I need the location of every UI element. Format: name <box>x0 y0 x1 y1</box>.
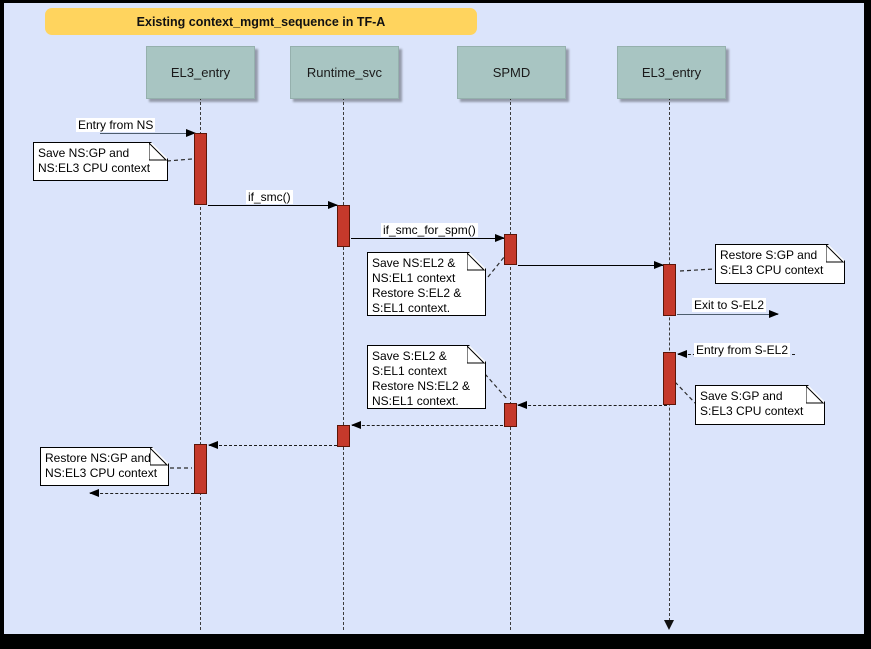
arrowhead-icon <box>186 129 196 137</box>
lifeline-el3-entry-1 <box>200 97 201 630</box>
note-save-s-el2: Save S:EL2 & S:EL1 context Restore NS:EL… <box>367 345 486 409</box>
lifeline-end-arrow-icon <box>664 620 674 630</box>
arrowhead-icon <box>328 201 338 209</box>
arrowhead-icon <box>677 350 687 358</box>
note-save-ns-gp: Save NS:GP and NS:EL3 CPU context <box>33 142 168 181</box>
note-fold-icon <box>467 346 485 364</box>
activation-spmd-a <box>504 234 517 265</box>
actor-el3-entry-2: EL3_entry <box>617 46 726 99</box>
message-if-smc-for-spm-arrow <box>351 234 505 242</box>
actor-runtime-svc: Runtime_svc <box>290 46 399 99</box>
message-if-smc-for-spm-label: if_smc_for_spm() <box>381 223 478 237</box>
return-runtime-to-el3-arrow <box>208 441 337 449</box>
note-restore-ns-gp: Restore NS:GP and NS:EL3 CPU context <box>40 447 169 486</box>
arrowhead-icon <box>89 489 99 497</box>
message-entry-from-ns-label: Entry from NS <box>76 118 156 132</box>
lifeline-runtime-svc <box>343 97 344 630</box>
activation-el3entry2-b <box>663 352 676 405</box>
activation-runtimesvc-b <box>337 425 350 447</box>
message-spmd-to-el3-arrow <box>518 261 664 269</box>
note-text: Save NS:EL2 & NS:EL1 context Restore S:E… <box>372 256 462 315</box>
activation-el3entry1-a <box>194 133 207 205</box>
message-entry-from-s-el2-label: Entry from S-EL2 <box>694 343 791 357</box>
arrowhead-icon <box>517 401 527 409</box>
message-exit-to-s-el2-arrow <box>677 310 779 318</box>
note-fold-icon <box>806 386 824 404</box>
arrowhead-icon <box>351 421 361 429</box>
activation-spmd-b <box>504 403 517 427</box>
activation-runtimesvc-a <box>337 205 350 247</box>
message-if-smc-label: if_smc() <box>246 190 293 204</box>
note-fold-icon <box>467 253 485 271</box>
activation-el3entry1-b <box>194 444 207 494</box>
actor-spmd: SPMD <box>457 46 566 99</box>
note-text: Restore NS:GP and NS:EL3 CPU context <box>45 451 158 480</box>
arrowhead-icon <box>654 261 664 269</box>
actor-el3-entry-1: EL3_entry <box>146 46 255 99</box>
lifeline-spmd <box>510 97 511 630</box>
message-exit-to-s-el2-label: Exit to S-EL2 <box>692 298 767 312</box>
note-fold-icon <box>826 245 844 263</box>
return-spmd-to-runtime-arrow <box>351 421 503 429</box>
message-entry-from-ns-arrow <box>100 129 196 137</box>
note-save-ns-el2: Save NS:EL2 & NS:EL1 context Restore S:E… <box>367 252 486 316</box>
note-fold-icon <box>149 143 167 161</box>
exit-to-ns-arrow <box>89 489 194 497</box>
note-text: Save S:EL2 & S:EL1 context Restore NS:EL… <box>372 349 471 408</box>
message-if-smc-arrow <box>208 201 338 209</box>
note-restore-s-gp: Restore S:GP and S:EL3 CPU context <box>715 244 845 284</box>
note-save-s-gp: Save S:GP and S:EL3 CPU context <box>695 385 825 425</box>
activation-el3entry2-a <box>663 264 676 316</box>
note-text: Save S:GP and S:EL3 CPU context <box>700 389 804 418</box>
diagram-title: Existing context_mgmt_sequence in TF-A <box>45 8 477 35</box>
note-text: Save NS:GP and NS:EL3 CPU context <box>38 146 151 175</box>
diagram-canvas <box>4 3 864 634</box>
arrowhead-icon <box>769 310 779 318</box>
arrowhead-icon <box>208 441 218 449</box>
note-text: Restore S:GP and S:EL3 CPU context <box>720 248 824 277</box>
return-el3-to-spmd-arrow <box>517 401 667 409</box>
arrowhead-icon <box>495 234 505 242</box>
note-fold-icon <box>150 448 168 466</box>
